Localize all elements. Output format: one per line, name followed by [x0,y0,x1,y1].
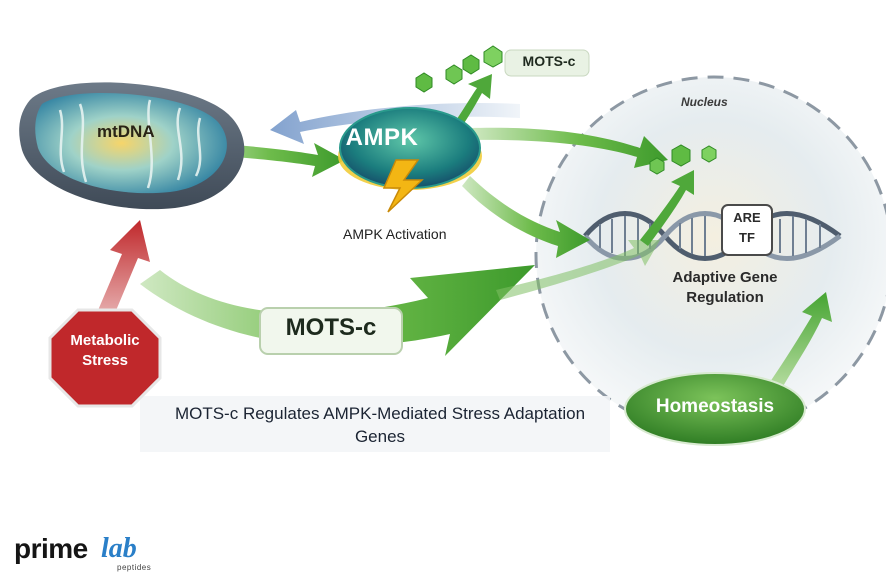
ampk-activation-label: AMPK Activation [343,226,447,242]
ampk-to-dna-arrow [462,176,590,258]
mots-c-hexagons-icon [415,45,503,93]
ampk-label: AMPK [345,124,419,151]
lightning-icon [382,159,424,213]
caption-band [140,396,610,452]
diagram-caption: MOTS-c Regulates AMPK-Mediated Stress Ad… [174,404,586,446]
nucleus-label: Nucleus [681,95,728,109]
mots-c-main-arrow [140,265,535,356]
homeostasis-ellipse [624,372,806,446]
dna-helix-icon [583,211,842,261]
ampk-to-nucleus-arrow [470,127,668,168]
are-label: ARE [733,210,761,225]
gene-regulation-label: Adaptive Gene Regulation [672,269,778,306]
ampk-to-mots-arrow [452,74,492,132]
ampk-icon [338,107,482,213]
mots-c-main-label: MOTS-c [285,314,377,341]
mtdna-label: mtDNA [97,122,155,141]
mitochondrion-icon [19,82,245,210]
dna-to-mots-arrow [640,170,694,246]
nuclear-mots-c-icon [649,144,717,175]
stress-arrow [96,220,150,320]
logo-prime-text: prime [14,533,88,564]
mots-c-top-label: MOTS-c [522,53,576,69]
logo-tagline: peptides [117,563,152,572]
metabolic-stress-label: Metabolic Stress [70,332,140,369]
are-tf-box [721,204,773,256]
logo-lab-text: lab [101,533,137,564]
metabolic-stress-sign [48,308,162,408]
mots-c-to-dna-arrow [496,240,660,300]
mots-c-top-tag [504,49,590,77]
feedback-arrow [270,102,520,144]
mots-c-main-pill [259,307,403,355]
homeostasis-to-gene-arrow [770,292,832,388]
homeostasis-label: Homeostasis [655,396,775,417]
tf-label: TF [739,230,755,245]
